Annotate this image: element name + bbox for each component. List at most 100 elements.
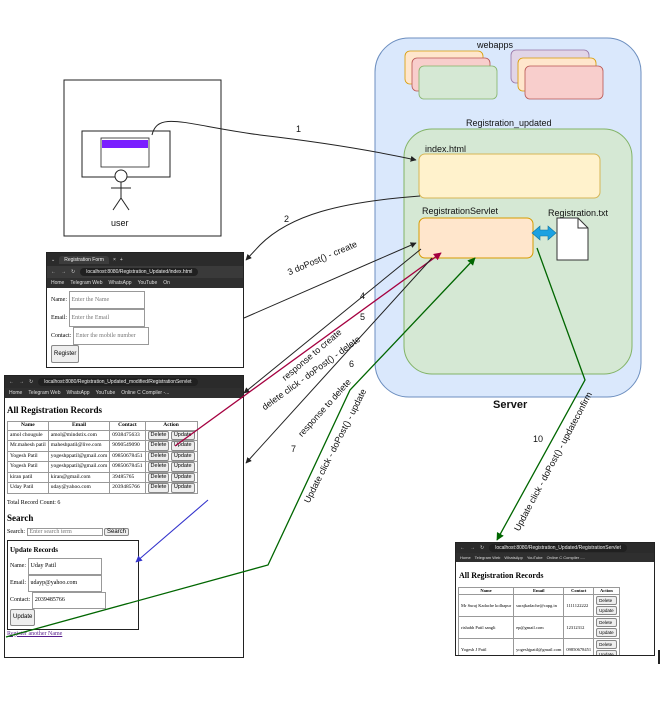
table-cell: yogeshjpatil@gmail.com (513, 638, 565, 655)
name-label: Name: (51, 297, 67, 303)
chevron-down-icon[interactable]: ⌄ (51, 256, 56, 263)
reload-icon[interactable]: ↻ (71, 269, 76, 275)
servlet-box (418, 217, 534, 259)
search-button[interactable]: Search (104, 527, 130, 536)
update-button[interactable]: Update (596, 606, 617, 615)
arrow-5 (174, 252, 442, 447)
bookmark-bar: Home Telegram Web WhatsApp YouTube On (47, 278, 243, 288)
arrow-7 (5, 257, 476, 638)
label-arrow-5: 5 (360, 312, 366, 322)
app-label: Registration_updated (466, 118, 552, 128)
sync-arrow (531, 225, 557, 241)
delete-button[interactable]: Delete (147, 451, 170, 461)
delete-button[interactable]: Delete (147, 441, 170, 451)
update-button[interactable]: Update (170, 451, 195, 461)
result-page: All Registration Records Name Email Cont… (456, 562, 654, 655)
forward-icon[interactable]: → (470, 545, 475, 551)
arrow-3 (243, 242, 417, 319)
table-cell: 2039485766 (109, 482, 146, 494)
search-label: Search: (7, 528, 25, 535)
table-cell: 09850678451 (563, 638, 595, 655)
delete-button[interactable]: Delete (596, 618, 617, 627)
delete-button[interactable]: Delete (147, 472, 170, 482)
action-cell: Delete Update (593, 616, 620, 639)
label-arrow-4: 4 (360, 291, 366, 301)
back-icon[interactable]: ← (9, 379, 14, 385)
contact-input[interactable]: Enter the mobile number (72, 327, 149, 345)
index-html-box (418, 153, 601, 199)
back-icon[interactable]: ← (460, 545, 465, 551)
bookmark-item[interactable]: YouTube (95, 390, 116, 396)
delete-button[interactable]: Delete (596, 596, 617, 605)
update-button[interactable]: Update (170, 430, 195, 440)
records-window: ← → ↻ localhost:8080/Registration_Update… (4, 375, 244, 658)
bookmark-item[interactable]: On (163, 280, 170, 286)
delete-button[interactable]: Delete (147, 462, 170, 472)
user-label: user (111, 218, 129, 228)
update-button[interactable]: Update (170, 462, 195, 472)
reload-icon[interactable]: ↻ (480, 545, 485, 551)
webapp-card (524, 65, 604, 100)
search-heading: Search (7, 512, 34, 523)
total-count: Total Record Count: 6 (7, 499, 61, 506)
new-tab-icon[interactable]: + (119, 256, 123, 263)
update-submit-button[interactable]: Update (10, 608, 36, 626)
form-page: Name: Enter the Name Email: Enter the Em… (47, 288, 243, 366)
tab-registration-form[interactable]: Registration Form (59, 255, 109, 264)
label-arrow-2: 2 (284, 214, 290, 224)
forward-icon[interactable]: → (19, 379, 24, 385)
arrow-1 (151, 120, 417, 162)
bookmark-item[interactable]: WhatsApp (504, 555, 523, 560)
bookmark-item[interactable]: Telegram Web (474, 555, 501, 560)
bookmark-bar: Home Telegram Web WhatsApp YouTube Onlin… (5, 388, 243, 398)
delete-button[interactable]: Delete (596, 640, 617, 649)
reload-icon[interactable]: ↻ (29, 379, 34, 385)
update-heading: Update Records (10, 545, 59, 554)
address-bar: ← → ↻ localhost:8080/Registration_Update… (5, 376, 243, 388)
delete-button[interactable]: Delete (147, 483, 170, 493)
back-icon[interactable]: ← (51, 269, 56, 275)
bookmark-item[interactable]: YouTube (526, 555, 543, 560)
register-button[interactable]: Register (51, 345, 80, 363)
email-input[interactable]: Enter the Email (68, 309, 145, 327)
update-email-input[interactable]: udayp@yahoo.com (27, 574, 102, 592)
delete-button[interactable]: Delete (147, 430, 170, 440)
bookmark-item[interactable]: WhatsApp (108, 280, 132, 286)
bookmark-item[interactable]: YouTube (137, 280, 158, 286)
bookmark-item[interactable]: Home (460, 555, 471, 560)
bookmark-item[interactable]: Telegram Web (28, 390, 61, 396)
server-label: Server (493, 399, 528, 411)
update-button[interactable]: Update (170, 483, 195, 493)
bookmark-item[interactable]: WhatsApp (66, 390, 90, 396)
close-icon[interactable]: × (112, 256, 116, 263)
url-field[interactable]: localhost:8080/Registration_Updated_modi… (38, 378, 198, 386)
url-field[interactable]: localhost:8080/Registration_Updated/inde… (80, 268, 199, 276)
bookmark-item[interactable]: Online C Compiler -... (121, 390, 170, 396)
update-button[interactable]: Update (596, 628, 617, 637)
records-page: All Registration Records Name Email Cont… (5, 398, 243, 641)
register-another-link[interactable]: Register another Name (7, 630, 63, 637)
action-cell: Delete Update (144, 450, 198, 462)
url-field[interactable]: localhost:8080/Registration_Updated/Regi… (489, 544, 627, 552)
update-button[interactable]: Update (596, 650, 617, 655)
update-button[interactable]: Update (170, 472, 195, 482)
name-input[interactable]: Enter the Name (68, 291, 145, 309)
forward-icon[interactable]: → (61, 269, 66, 275)
update-name-input[interactable]: Uday Patil (27, 557, 102, 575)
bookmark-item[interactable]: Online C Compiler -... (546, 555, 586, 560)
update-panel: Update Records Name: Uday Patil Email: u… (7, 539, 139, 630)
action-cell: Delete Update (593, 638, 620, 655)
update-contact-input[interactable]: 2039485766 (31, 591, 106, 609)
label-arrow-10: 10 (533, 434, 544, 444)
bookmark-item[interactable]: Telegram Web (70, 280, 103, 286)
bookmark-item[interactable]: Home (51, 280, 65, 286)
update-button[interactable]: Update (170, 441, 195, 451)
bookmark-item[interactable]: Home (9, 390, 23, 396)
records-heading: All Registration Records (7, 405, 102, 415)
search-input[interactable]: Enter search term (26, 527, 103, 536)
